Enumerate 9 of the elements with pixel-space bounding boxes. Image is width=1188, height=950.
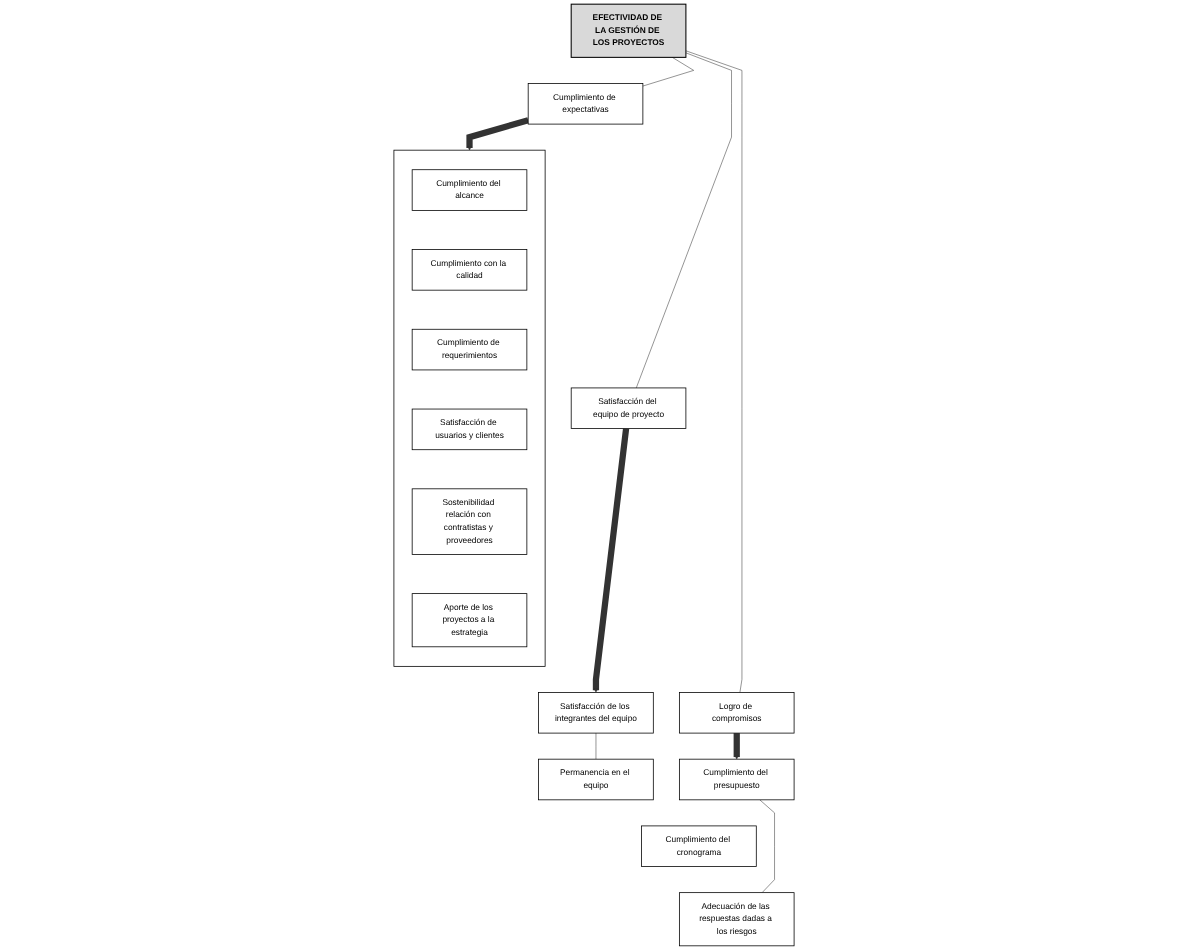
connector bbox=[595, 732, 597, 760]
connector bbox=[759, 799, 775, 893]
arrow bbox=[592, 428, 630, 693]
arrow bbox=[466, 117, 530, 151]
connector bbox=[685, 50, 743, 693]
arrow bbox=[733, 733, 740, 760]
cluster bbox=[393, 149, 546, 667]
connector bbox=[636, 52, 732, 389]
connector bbox=[642, 57, 694, 87]
